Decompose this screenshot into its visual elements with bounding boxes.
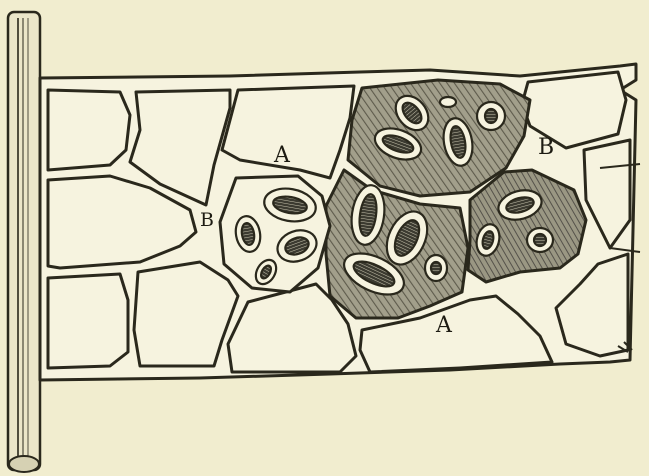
vein-stem [8,12,40,472]
label-b-right: B [538,135,554,160]
cell-left-1 [48,90,130,170]
label-a-upper: A [273,143,291,168]
cell-left-3 [48,274,128,368]
label-a-lower: A [435,313,453,338]
label-b-left: B [200,209,214,231]
